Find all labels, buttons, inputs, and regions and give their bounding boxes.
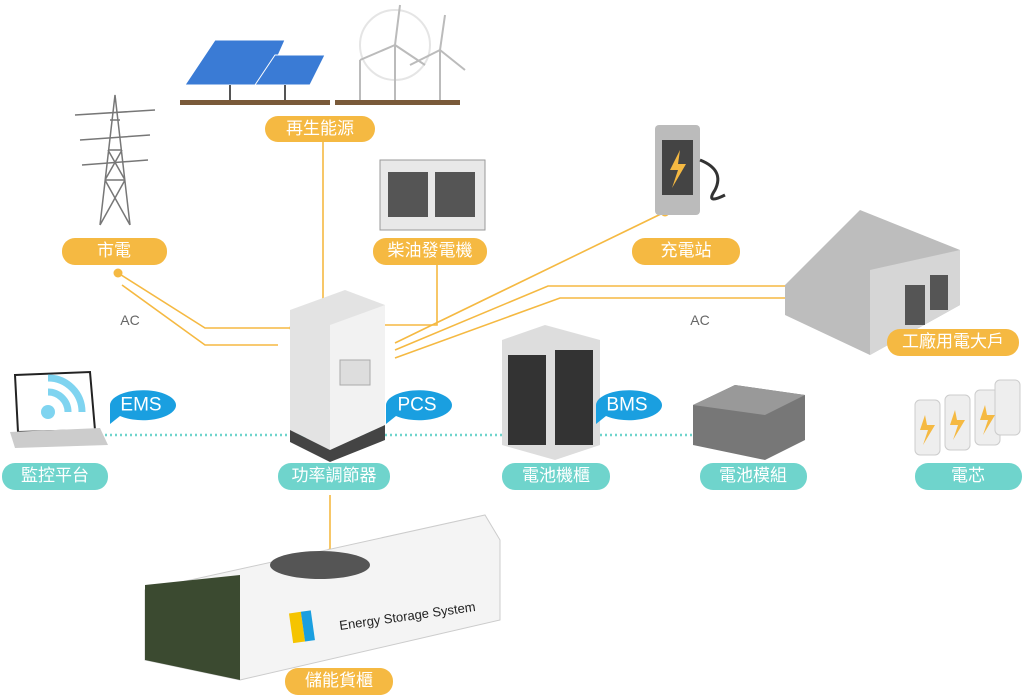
label-charging: 充電站 <box>632 238 740 265</box>
label-cell: 電芯 <box>915 463 1022 490</box>
charging-station-icon <box>655 125 726 215</box>
label-battery-module: 電池模組 <box>700 463 807 490</box>
svg-text:EMS: EMS <box>120 395 161 416</box>
power-tower-icon <box>74 94 156 226</box>
line-grid-1 <box>117 272 290 329</box>
svg-text:PCS: PCS <box>397 395 436 416</box>
factory-icon <box>785 210 960 355</box>
line-grid-2 <box>121 284 278 346</box>
line-diesel <box>380 264 438 326</box>
battery-cell-icon <box>914 379 1021 456</box>
svg-text:市電: 市電 <box>97 241 131 261</box>
battery-rack-icon <box>502 325 600 460</box>
laptop-icon <box>10 370 108 448</box>
svg-text:BMS: BMS <box>606 395 647 416</box>
ac-label-right: AC <box>690 312 709 328</box>
label-grid: 市電 <box>62 238 167 265</box>
label-battery-cabinet: 電池機櫃 <box>502 463 610 490</box>
label-diesel: 柴油發電機 <box>373 238 487 265</box>
bms-bubble: BMS <box>596 390 662 424</box>
svg-text:功率調節器: 功率調節器 <box>292 466 377 486</box>
storage-container-icon: Energy Storage System <box>144 514 501 681</box>
svg-text:柴油發電機: 柴油發電機 <box>388 241 473 261</box>
ac-label-left: AC <box>120 312 139 328</box>
svg-text:電芯: 電芯 <box>951 466 985 486</box>
svg-text:電池模組: 電池模組 <box>719 466 787 486</box>
battery-module-icon <box>693 385 805 460</box>
svg-text:再生能源: 再生能源 <box>286 119 354 139</box>
solar-panel-icon <box>180 39 330 105</box>
label-monitor: 監控平台 <box>2 463 108 490</box>
ac-connections <box>117 141 795 553</box>
line-factory-2 <box>394 285 787 351</box>
ems-bubble: EMS <box>110 390 176 424</box>
label-container: 儲能貨櫃 <box>285 668 393 695</box>
wind-turbine-icon <box>335 4 466 105</box>
svg-text:充電站: 充電站 <box>661 241 712 261</box>
diesel-generator-icon <box>379 159 486 231</box>
line-factory-1 <box>394 297 795 359</box>
svg-text:儲能貨櫃: 儲能貨櫃 <box>305 671 373 691</box>
label-pcs-unit: 功率調節器 <box>278 463 390 490</box>
svg-text:工廠用電大戶: 工廠用電大戶 <box>902 331 1004 352</box>
svg-text:監控平台: 監控平台 <box>21 466 89 486</box>
svg-text:電池機櫃: 電池機櫃 <box>522 466 590 486</box>
ste-logo <box>288 610 315 644</box>
label-renewable: 再生能源 <box>265 116 375 142</box>
line-charging <box>394 211 666 344</box>
pcs-bubble: PCS <box>386 390 452 424</box>
pcs-cabinet-icon <box>290 290 385 462</box>
label-factory: 工廠用電大戶 <box>887 329 1019 356</box>
